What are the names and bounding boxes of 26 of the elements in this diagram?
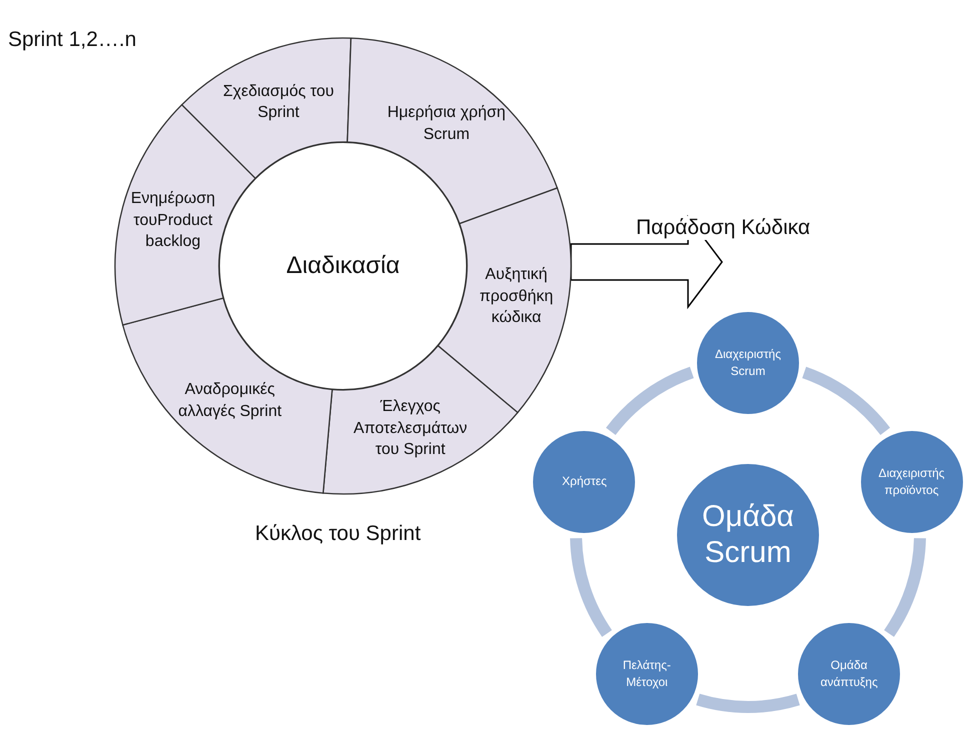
node-label: Διαχειριστής προϊόντος: [878, 465, 946, 499]
ring-segment: [321, 343, 520, 496]
ring-segment: [120, 296, 335, 496]
connector-arc: [802, 366, 890, 436]
node-label: Διαδικασία: [286, 252, 400, 280]
caption-text: Sprint 1,2….n: [8, 28, 136, 52]
connector-arc: [696, 694, 800, 713]
ring-segment: [113, 102, 258, 328]
segment-label: Ενημέρωση τουProduct backlog: [130, 188, 216, 252]
node-label: Διαχειριστής Scrum: [714, 346, 782, 380]
edge-label: Παράδοση Κώδικα: [636, 216, 810, 240]
caption-text: Κύκλος του Sprint: [255, 522, 421, 546]
node-label: Ομάδα ανάπτυξης: [819, 657, 879, 691]
segment-label: Ημερήσια χρήση Scrum: [386, 103, 507, 145]
block-arrow: [570, 214, 723, 310]
node-label: Χρήστες: [562, 473, 607, 490]
connector-arc: [606, 366, 694, 436]
segment-label: Έλεγχος Αποτελεσμάτων του Sprint: [352, 397, 468, 460]
segment-label: Αναδρομικές αλλαγές Sprint: [177, 380, 283, 422]
connector-arc: [570, 538, 612, 637]
segment-label: Αυξητική προσθήκη κώδικα: [478, 265, 554, 328]
node-label: Ομάδα Scrum: [700, 499, 795, 571]
connector-arc: [884, 538, 926, 637]
ring-segment: [345, 36, 560, 226]
node-label: Πελάτης-Μέτοχοι: [622, 657, 672, 691]
segment-label: Σχεδιασμός του Sprint: [222, 82, 335, 124]
